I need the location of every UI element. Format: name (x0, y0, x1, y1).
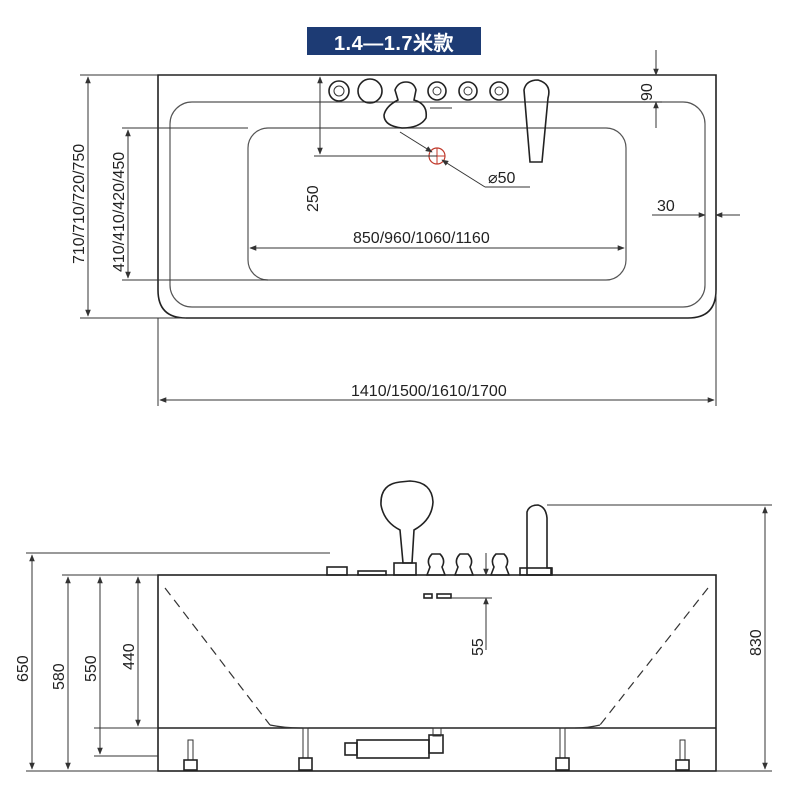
depth-label: 710/710/720/750 (71, 144, 88, 264)
overflow-label: 55 (470, 638, 487, 656)
side-shower-head (380, 480, 434, 564)
spout (523, 79, 550, 163)
faucet-offset-label: 90 (639, 83, 656, 101)
model-size-title: 1.4—1.7米款 (307, 27, 481, 55)
hand-shower-head (383, 81, 428, 129)
height-650-label: 650 (15, 655, 32, 682)
inner-depth-label: 410/410/420/450 (111, 152, 128, 272)
rim-label: 30 (657, 198, 675, 215)
height-580-label: 580 (51, 663, 68, 690)
width-label: 1410/1500/1610/1700 (351, 383, 507, 400)
support-legs (183, 727, 690, 771)
drain-pipe (344, 727, 444, 759)
hidden-basin-lines (164, 587, 709, 726)
total-height-label: 830 (748, 629, 765, 656)
drain-diameter-label: ⌀50 (488, 170, 516, 187)
height-550-label: 550 (83, 655, 100, 682)
side-view: 55 830 650 580 550 440 (15, 480, 772, 772)
inner-length-label: 850/960/1060/1160 (353, 230, 490, 247)
deck-fittings (326, 480, 553, 599)
tub-inner-rim (169, 101, 706, 308)
side-spout (526, 504, 552, 576)
tub-outer-outline (157, 74, 717, 319)
basin-bottom-curves (269, 724, 601, 729)
height-440-label: 440 (121, 643, 138, 670)
top-view: ⌀50 250 90 30 850/960/1060/1160 710/710/… (71, 50, 740, 406)
drain-leader-in (399, 131, 433, 153)
tub-basin (247, 127, 627, 281)
control-knobs (328, 78, 509, 109)
drain-offset-label: 250 (305, 185, 322, 212)
tub-side-body (157, 574, 717, 772)
drain-leader-out (441, 159, 486, 188)
